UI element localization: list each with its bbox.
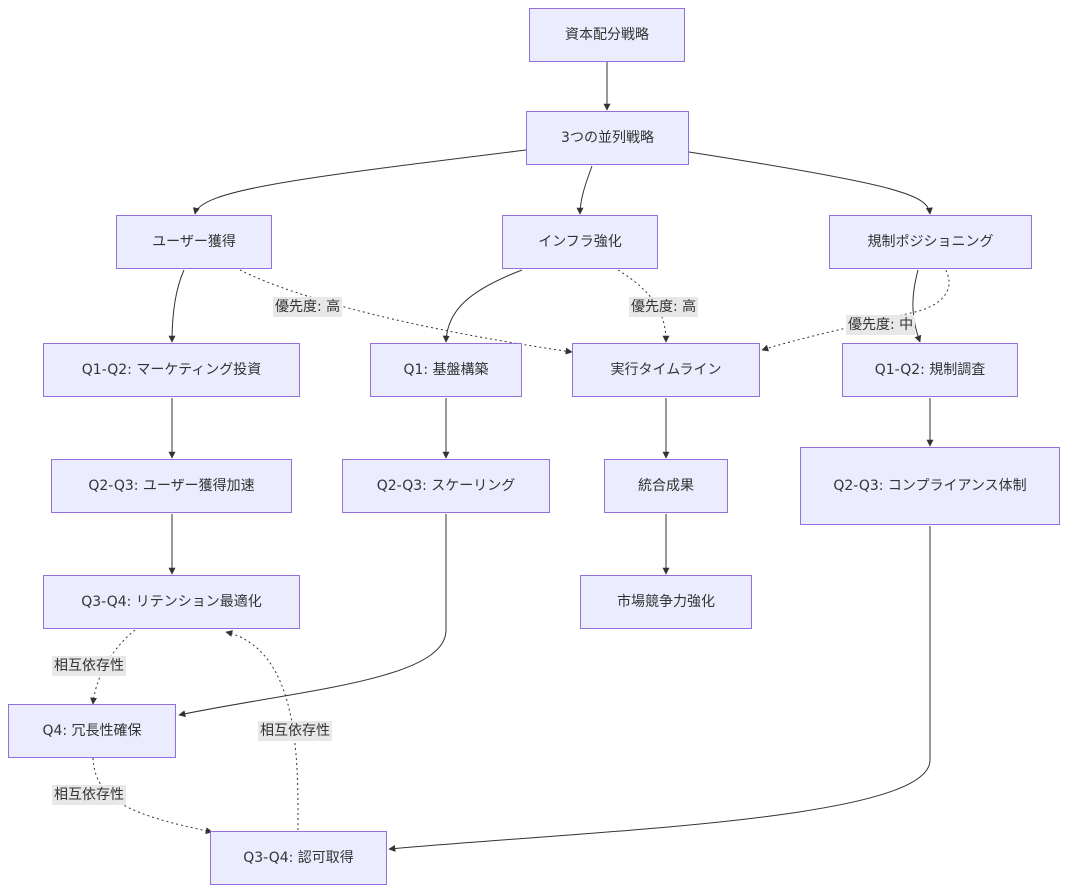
node-approval-acquisition: Q3-Q4: 認可取得	[210, 831, 387, 885]
edge-label-dependency-1: 相互依存性	[52, 656, 126, 676]
node-acquisition-acceleration: Q2-Q3: ユーザー獲得加速	[51, 459, 292, 513]
node-compliance-structure: Q2-Q3: コンプライアンス体制	[800, 447, 1060, 525]
node-infrastructure: インフラ強化	[502, 215, 658, 269]
node-retention-optimization: Q3-Q4: リテンション最適化	[43, 575, 300, 629]
edge-parallel-reg	[688, 151, 933, 215]
edge-label-dependency-3: 相互依存性	[52, 785, 126, 805]
node-regulatory-research: Q1-Q2: 規制調査	[842, 343, 1018, 397]
node-redundancy: Q4: 冗長性確保	[8, 704, 176, 758]
edge-label-reg-priority: 優先度: 中	[846, 315, 916, 335]
edge-label-user-priority: 優先度: 高	[273, 297, 343, 317]
edge-infra-i1	[442, 269, 523, 343]
edge-i2-i3	[178, 514, 447, 718]
edge-label-dependency-2: 相互依存性	[258, 721, 332, 741]
node-marketing-investment: Q1-Q2: マーケティング投資	[43, 343, 300, 397]
node-three-parallel-strategies: 3つの並列戦略	[526, 111, 689, 165]
edge-parallel-user	[192, 149, 527, 215]
edge-reg-timeline	[761, 261, 950, 352]
node-integrated-outcome: 統合成果	[604, 459, 728, 513]
node-execution-timeline: 実行タイムライン	[572, 343, 760, 397]
edge-r2-r3	[388, 526, 931, 852]
node-regulatory-positioning: 規制ポジショニング	[829, 215, 1032, 269]
node-foundation-build: Q1: 基盤構築	[370, 343, 522, 397]
edge-label-infra-priority: 優先度: 高	[629, 297, 699, 317]
node-scaling: Q2-Q3: スケーリング	[342, 459, 550, 513]
edge-user-u1	[168, 269, 185, 343]
node-capital-allocation: 資本配分戦略	[529, 8, 685, 62]
edge-reg-r1	[912, 269, 922, 343]
node-user-acquisition: ユーザー獲得	[116, 215, 272, 269]
edge-parallel-infra	[576, 165, 593, 215]
node-market-competitiveness: 市場競争力強化	[580, 575, 752, 629]
edge-infra-timeline	[617, 269, 670, 343]
